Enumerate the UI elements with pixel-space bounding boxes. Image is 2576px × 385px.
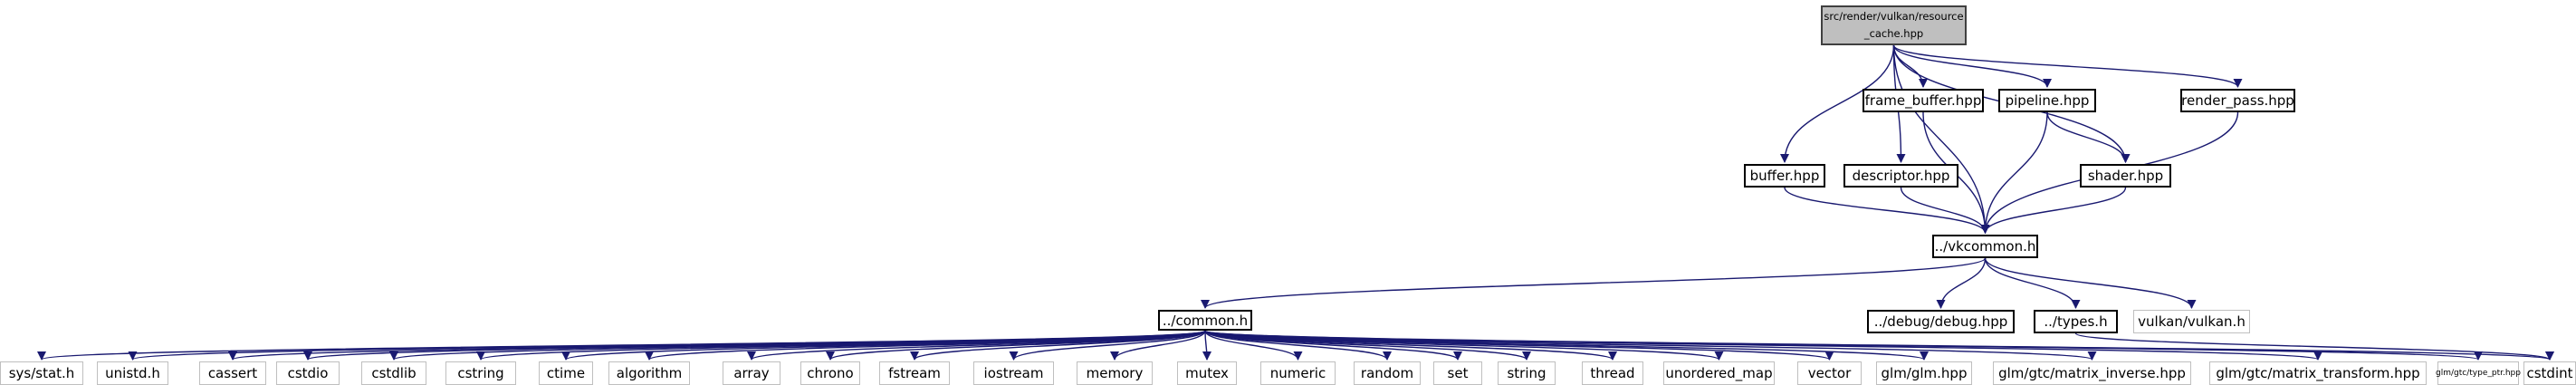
- node-mutex: mutex: [1177, 361, 1237, 385]
- edge-root-to-buffer: [1780, 44, 1895, 163]
- node-matrix-transform: glm/gtc/matrix_transform.hpp: [2209, 361, 2427, 385]
- node-cstdint: cstdint: [2523, 361, 2576, 385]
- node-descriptor[interactable]: descriptor.hpp: [1843, 164, 1958, 188]
- edge-types-to-cstdint: [2074, 332, 2554, 361]
- edge-common-to-chrono: [826, 330, 1206, 361]
- node-cstdlib: cstdlib: [361, 361, 426, 385]
- node-random: random: [1354, 361, 1421, 385]
- node-memory: memory: [1077, 361, 1153, 385]
- node-ctime: ctime: [539, 361, 593, 385]
- edge-common-to-matrix_inverse: [1204, 330, 2096, 361]
- edge-pipeline-to-vkcommon: [1980, 111, 2048, 234]
- edge-common-to-fstream: [910, 330, 1206, 361]
- node-shader[interactable]: shader.hpp: [2080, 164, 2171, 188]
- root-file-label-line1: src/render/vulkan/resource: [1824, 10, 1964, 23]
- edge-common-to-cstdint: [1204, 330, 2554, 361]
- node-numeric: numeric: [1260, 361, 1336, 385]
- node-fstream: fstream: [879, 361, 950, 385]
- edge-buffer-to-vkcommon: [1784, 187, 1990, 234]
- node-iostream: iostream: [973, 361, 1054, 385]
- node-set: set: [1433, 361, 1482, 385]
- node-sys-stat: sys/stat.h: [0, 361, 83, 385]
- edge-descriptor-to-vkcommon: [1900, 187, 1990, 234]
- edge-root-to-vkcommon: [1892, 44, 1990, 234]
- node-cstring: cstring: [445, 361, 516, 385]
- node-pipeline[interactable]: pipeline.hpp: [1998, 89, 2096, 112]
- node-cassert: cassert: [199, 361, 266, 385]
- edge-common-to-mutex: [1202, 330, 1211, 361]
- node-render-pass[interactable]: render_pass.hpp: [2180, 89, 2295, 112]
- root-file-label-line2: _cache.hpp: [1863, 27, 1924, 40]
- node-debug[interactable]: ../debug/debug.hpp: [1867, 310, 2015, 333]
- node-cstdio: cstdio: [276, 361, 340, 385]
- node-vulkan-header: vulkan/vulkan.h: [2133, 310, 2250, 333]
- edge-vkcommon-to-common: [1201, 257, 1987, 309]
- dependency-edges: [37, 44, 2554, 361]
- node-unordered-map: unordered_map: [1663, 361, 1775, 385]
- node-vkcommon[interactable]: ../vkcommon.h: [1932, 235, 2038, 258]
- node-unistd: unistd.h: [97, 361, 168, 385]
- edge-vkcommon-to-debug: [1936, 257, 1987, 309]
- edge-shader-to-vkcommon: [1980, 187, 2127, 234]
- node-chrono: chrono: [800, 361, 860, 385]
- edge-common-to-cstdlib: [389, 330, 1206, 361]
- edge-common-to-thread: [1204, 330, 1617, 361]
- edge-pipeline-to-shader: [2046, 111, 2131, 163]
- node-thread: thread: [1582, 361, 1643, 385]
- edge-common-to-numeric: [1204, 330, 1303, 361]
- edge-vkcommon-to-types: [1984, 257, 2081, 309]
- edge-root-to-render_pass: [1892, 44, 2243, 88]
- node-type-ptr: glm/gtc/type_ptr.hpp: [2436, 361, 2521, 385]
- node-string: string: [1498, 361, 1556, 385]
- edge-common-to-memory: [1110, 330, 1206, 361]
- edge-root-to-pipeline: [1892, 44, 2052, 88]
- node-algorithm: algorithm: [608, 361, 690, 385]
- node-common[interactable]: ../common.h: [1158, 310, 1252, 331]
- edge-common-to-random: [1204, 330, 1392, 361]
- edge-common-to-iostream: [1009, 330, 1206, 361]
- node-array: array: [723, 361, 780, 385]
- node-buffer[interactable]: buffer.hpp: [1744, 164, 1825, 188]
- node-frame-buffer[interactable]: frame_buffer.hpp: [1863, 89, 1984, 112]
- root-file-node: src/render/vulkan/resource _cache.hpp: [1821, 5, 1967, 45]
- node-glm: glm/glm.hpp: [1876, 361, 1972, 385]
- node-types[interactable]: ../types.h: [2034, 310, 2118, 333]
- node-matrix-inverse: glm/gtc/matrix_inverse.hpp: [1993, 361, 2191, 385]
- edge-vkcommon-to-vulkan: [1984, 257, 2197, 309]
- node-vector: vector: [1797, 361, 1862, 385]
